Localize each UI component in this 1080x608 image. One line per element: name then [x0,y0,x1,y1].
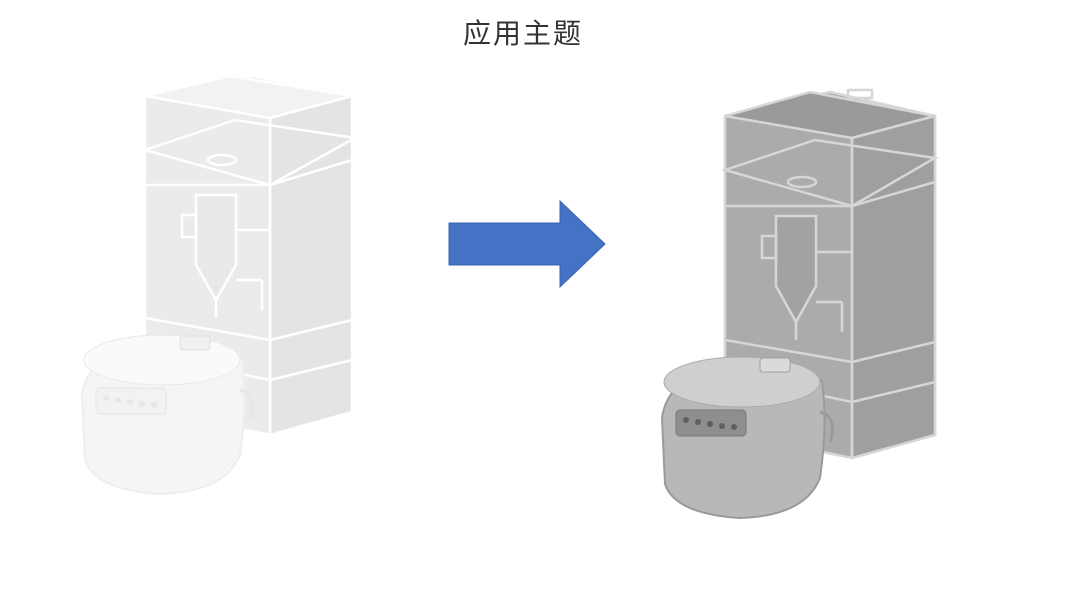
right-arrow-icon [448,200,606,289]
appliance-cabinet-icon [720,88,939,460]
page-title: 应用主题 [462,17,583,50]
rice-cooker-icon [80,334,254,496]
rice-cooker-icon [660,356,834,520]
